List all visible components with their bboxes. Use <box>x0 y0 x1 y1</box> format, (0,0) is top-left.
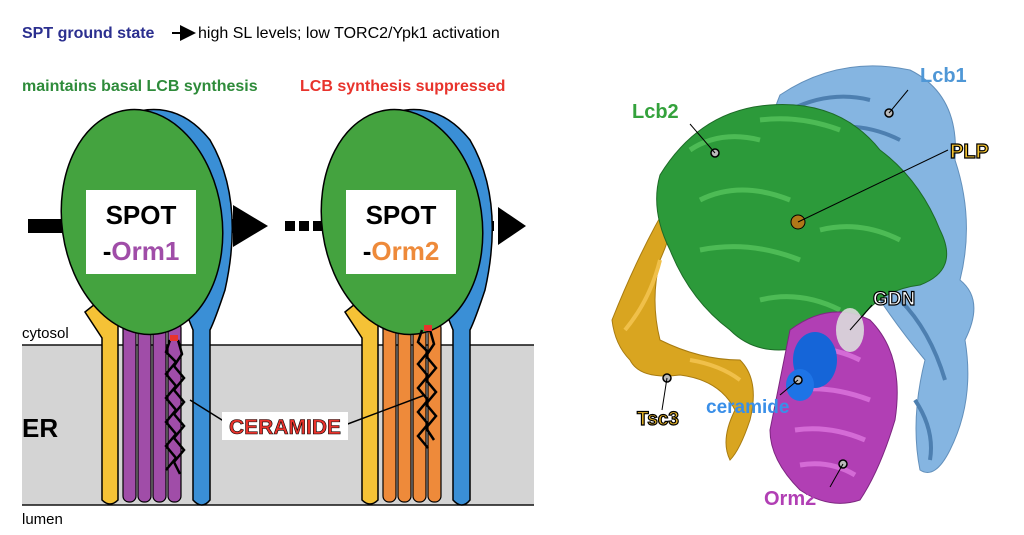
state-description: high SL levels; low TORC2/Ypk1 activatio… <box>198 25 500 42</box>
lcb2-helices <box>688 116 902 313</box>
orm2-pointer <box>829 463 844 488</box>
flux-arrow-head <box>498 207 526 245</box>
orm2-helix <box>397 321 412 503</box>
cytosol-label: cytosol <box>22 325 69 342</box>
flux-dash <box>313 221 323 231</box>
tsc3-subunit <box>83 298 119 505</box>
lcb1-pointer <box>888 89 909 114</box>
gdn-pointer <box>849 304 873 331</box>
spot-label: SPOT <box>366 200 437 230</box>
lcb2-label: Lcb2 <box>632 101 679 123</box>
ceramide-label: CERAMIDE <box>229 416 341 439</box>
spot-orm2-complex: SPOT -Orm2 <box>320 108 526 506</box>
tsc3-pointer <box>661 377 668 411</box>
flux-dash <box>285 221 295 231</box>
tsc3-label: Tsc3 <box>637 409 679 430</box>
protein-structure: Lcb1 Lcb2 PLP GDN Tsc3 ceramide Orm2 <box>611 65 990 510</box>
spot-orm2-label-box <box>346 190 456 274</box>
ceramide-chain <box>172 339 186 475</box>
ceramide-struct-label: ceramide <box>706 397 789 418</box>
orm1-helix <box>137 321 152 503</box>
state-label: SPT ground state <box>22 25 155 42</box>
lumen-label: lumen <box>22 511 63 528</box>
orm2-struct-label: Orm2 <box>764 488 816 510</box>
ceramide-struct-pointer <box>779 379 799 396</box>
er-label: ER <box>22 413 58 443</box>
ceramide-pointer <box>344 394 426 426</box>
orm2-helix <box>382 321 397 503</box>
plp-pointer <box>797 149 949 223</box>
spot-label: SPOT <box>106 200 177 230</box>
dash: - <box>103 236 112 266</box>
orm1-helix <box>152 321 167 503</box>
lcb1-label: Lcb1 <box>920 65 967 87</box>
tsc3-helices <box>623 259 742 382</box>
spot-orm1-label-box <box>86 190 196 274</box>
flux-arrow-head <box>233 205 268 247</box>
tsc3-subunit <box>343 298 379 505</box>
gdn-label: GDN <box>873 289 915 310</box>
dash: - <box>363 236 372 266</box>
ceramide-density <box>786 369 814 401</box>
basal-label: maintains basal LCB synthesis <box>22 78 258 95</box>
orm1-label: -Orm1 <box>103 236 180 266</box>
ceramide-chain <box>164 339 178 471</box>
ceramide-headgroup <box>170 335 178 341</box>
flux-dash <box>299 221 309 231</box>
ceramide-headgroup <box>424 325 432 331</box>
ceramide-label-bg <box>222 412 348 440</box>
spot-orm1-complex: SPOT -Orm1 <box>28 108 268 506</box>
orm1-helix <box>122 321 137 503</box>
orm2-text: Orm2 <box>371 236 439 266</box>
orm2-label: -Orm2 <box>363 236 440 266</box>
plp-label: PLP <box>950 141 989 163</box>
suppressed-label: LCB synthesis suppressed <box>300 78 505 95</box>
ceramide-chain <box>424 329 438 441</box>
orm1-text: Orm1 <box>111 236 179 266</box>
lcb2-pointer <box>689 123 716 154</box>
